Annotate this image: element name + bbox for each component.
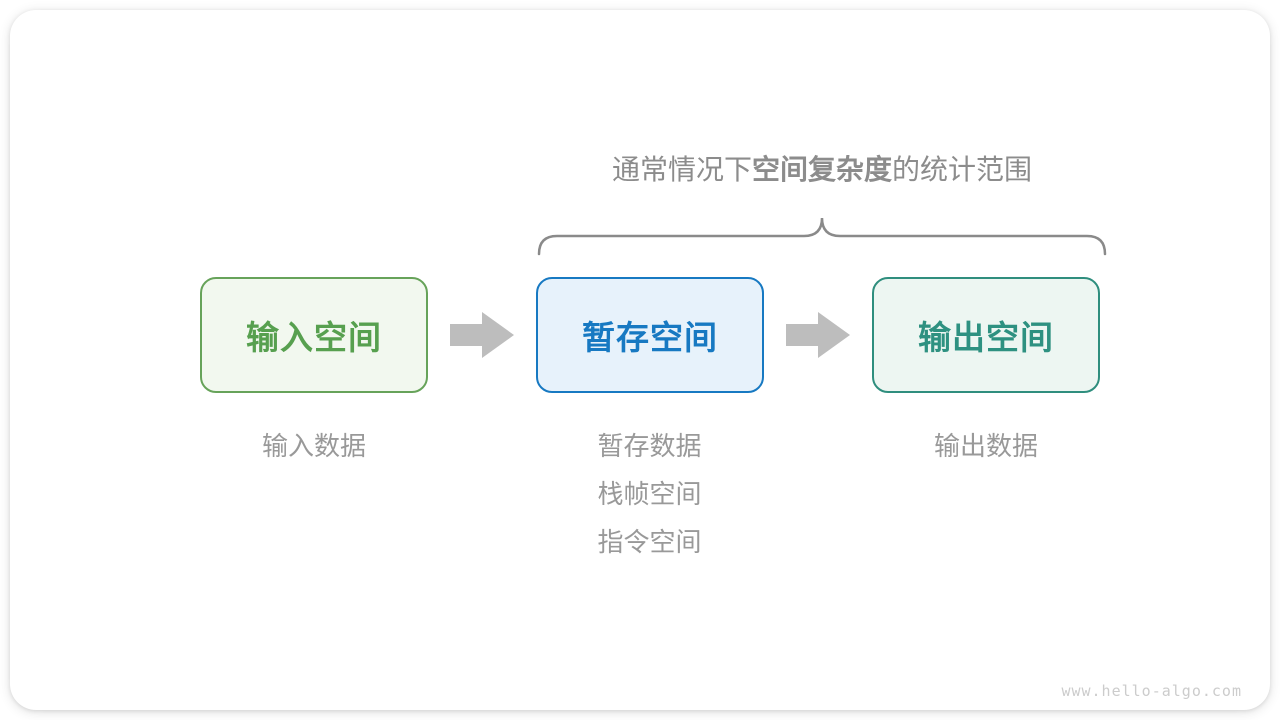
- site-watermark: www.hello-algo.com: [1061, 682, 1242, 700]
- temporary-notes: 暂存数据 栈帧空间 指令空间: [536, 422, 763, 566]
- temporary-space-label: 暂存空间: [582, 319, 718, 356]
- output-space-box: 输出空间: [872, 277, 1100, 393]
- note-instruction-space: 指令空间: [597, 527, 702, 557]
- note-stack-frame-space: 栈帧空间: [597, 479, 702, 509]
- output-notes: 输出数据: [872, 422, 1100, 470]
- title-prefix: 通常情况下: [611, 154, 752, 185]
- arrow-right-icon: [450, 312, 514, 358]
- temporary-space-box: 暂存空间: [536, 277, 764, 393]
- output-space-label: 输出空间: [918, 319, 1054, 356]
- input-space-label: 输入空间: [246, 319, 382, 356]
- arrow-shape: [786, 312, 850, 358]
- note-output-data: 输出数据: [933, 431, 1038, 461]
- title-suffix: 的统计范围: [892, 154, 1033, 185]
- arrow-right-icon: [786, 312, 850, 358]
- scope-overbrace: [537, 217, 1107, 256]
- note-input-data: 输入数据: [261, 431, 366, 461]
- diagram-title: 通常情况下空间复杂度的统计范围: [537, 153, 1107, 187]
- title-bold-term: 空间复杂度: [751, 154, 892, 185]
- arrow-shape: [450, 312, 514, 358]
- input-space-box: 输入空间: [200, 277, 428, 393]
- note-temp-data: 暂存数据: [597, 431, 702, 461]
- input-notes: 输入数据: [200, 422, 428, 470]
- overbrace-path: [537, 217, 1107, 256]
- diagram-card: 通常情况下空间复杂度的统计范围 输入空间 暂存空间 输出空间 输入数据 暂存数据…: [10, 10, 1270, 710]
